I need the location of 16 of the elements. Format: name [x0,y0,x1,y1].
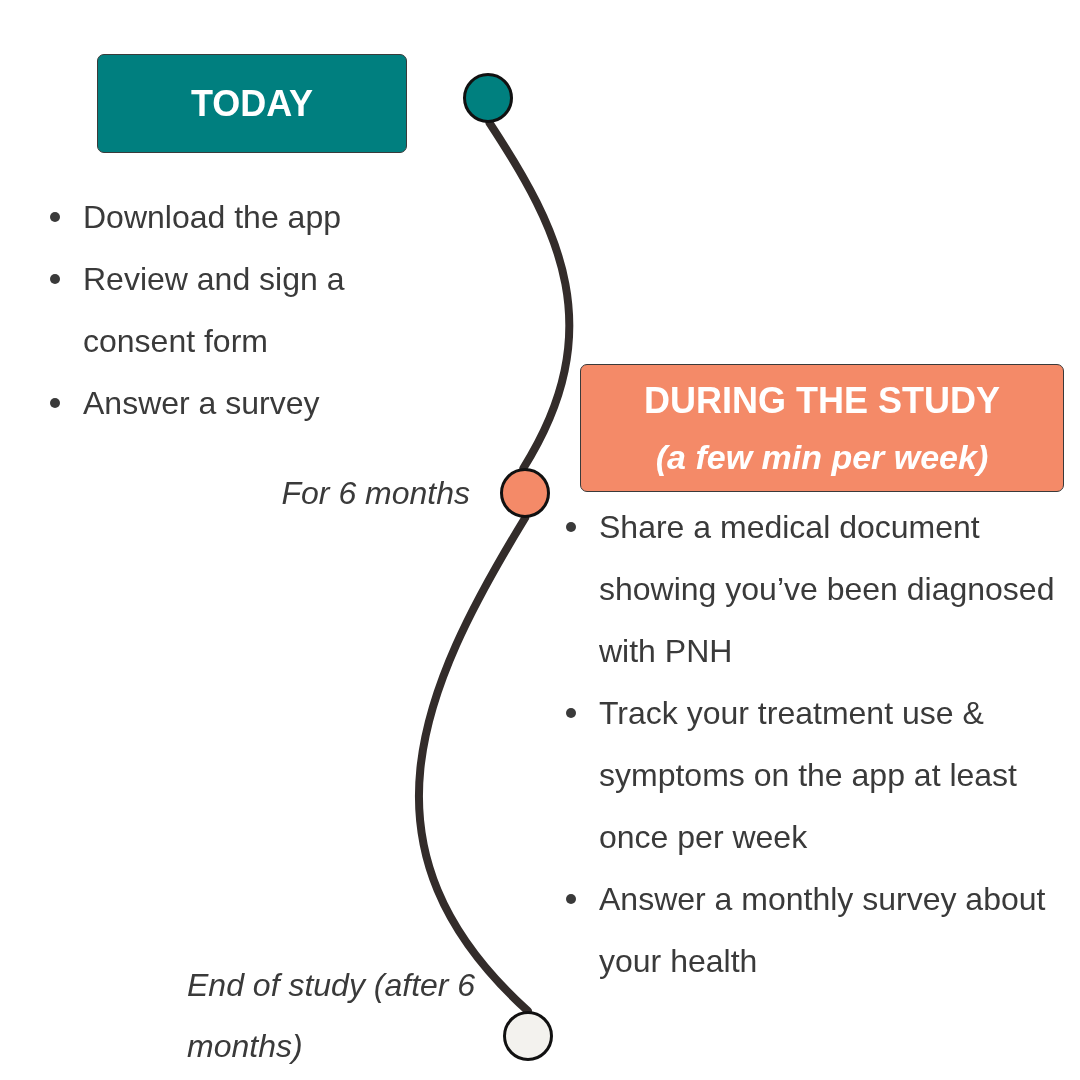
bullet-item: Answer a survey [50,372,420,434]
timeline-dot [463,73,513,123]
heading-subtitle: (a few min per week) [655,436,989,478]
heading-box [580,364,1064,492]
heading-box [97,54,407,153]
timeline-dot [500,468,550,518]
heading-text: DURING THE STUDY [644,379,1000,423]
bullet-item: Answer a monthly survey about your health [566,868,1071,992]
bullet-item: Share a medical document showing you’ve been diagnosed with PNH [566,496,1071,682]
bullet-item: Review and sign a consent form [50,248,420,372]
heading-text: TODAY [190,81,313,126]
bullet-item: Track your treatment use & symptoms on the app at least once per week [566,682,1071,868]
timeline-dot [503,1011,553,1061]
timeline-note: End of study (after 6 months) [187,966,477,1066]
bullet-item: Download the app [50,186,420,248]
timeline-note: For 6 months [280,474,470,513]
